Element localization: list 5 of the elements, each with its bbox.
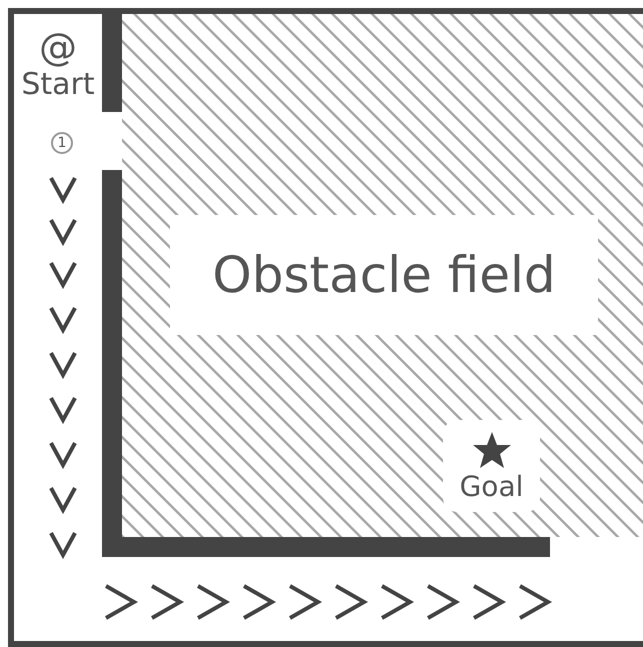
step-number-circle: 1: [51, 132, 73, 154]
start-label: Start: [21, 70, 95, 100]
goal-label: Goal: [460, 473, 524, 501]
area-label: Obstacle field: [212, 250, 556, 300]
at-sign: @: [39, 28, 77, 66]
